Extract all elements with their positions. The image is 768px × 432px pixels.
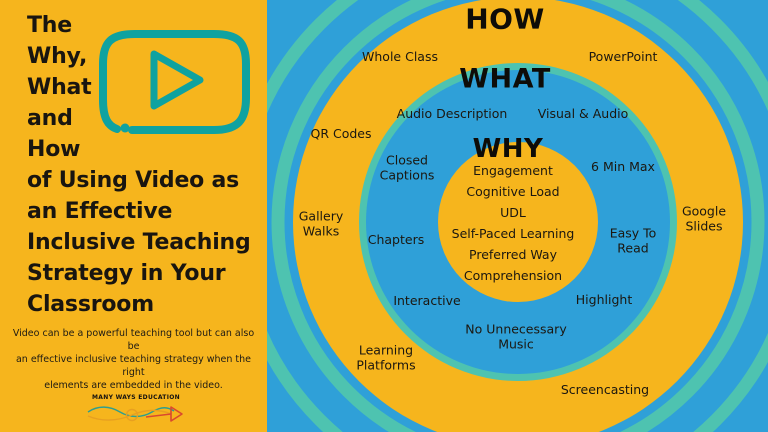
- why-item-udl: UDL: [500, 204, 526, 220]
- how-item-gallery-walks: Gallery Walks: [298, 208, 344, 238]
- what-item-visual-audio: Visual & Audio: [537, 105, 629, 121]
- logo-text: MANY WAYS EDUCATION: [92, 394, 180, 401]
- play-button-icon: [96, 26, 254, 138]
- concentric-circles: [267, 0, 768, 432]
- why-item-engagement: Engagement: [473, 162, 553, 178]
- left-panel: The Why, What and How of Using Video as …: [0, 0, 267, 432]
- how-item-powerpoint: PowerPoint: [588, 48, 658, 64]
- why-circle-title: WHY: [472, 134, 544, 164]
- why-item-self-paced-learning: Self-Paced Learning: [451, 225, 575, 241]
- logo: MANY WAYS EDUCATION: [84, 394, 188, 426]
- what-item-audio-description: Audio Description: [396, 105, 508, 121]
- what-ring-title: WHAT: [459, 63, 551, 95]
- what-item-easy-to-read: Easy To Read: [609, 225, 657, 255]
- how-item-qr-codes: QR Codes: [310, 125, 372, 141]
- outer-ripple-ring-1: [271, 0, 765, 432]
- why-circle: [438, 142, 598, 302]
- how-item-google-slides: Google Slides: [681, 203, 727, 233]
- why-item-cognitive-load: Cognitive Load: [466, 183, 560, 199]
- how-item-screencasting: Screencasting: [560, 381, 650, 397]
- how-item-whole-class: Whole Class: [362, 48, 438, 64]
- why-item-comprehension: Comprehension: [463, 267, 563, 283]
- diagram-panel: HOW Whole Class PowerPoint QR Codes Gall…: [267, 0, 768, 432]
- page-title: The Why, What and How of Using Video as …: [27, 13, 251, 317]
- logo-squiggle-arrow-icon: [87, 406, 183, 422]
- how-item-learning-platforms: Learning Platforms: [356, 342, 416, 372]
- what-item-closed-captions: Closed Captions: [379, 152, 435, 182]
- what-item-interactive: Interactive: [393, 292, 461, 308]
- what-item-six-min-max: 6 Min Max: [591, 158, 655, 174]
- what-item-highlight: Highlight: [575, 291, 633, 307]
- how-ring-title: HOW: [465, 2, 545, 36]
- what-item-no-unnecessary-music: No Unnecessary Music: [465, 321, 567, 351]
- subtitle-text: Video can be a powerful teaching tool bu…: [12, 328, 255, 391]
- why-item-preferred-way: Preferred Way: [469, 246, 557, 262]
- what-item-chapters: Chapters: [367, 231, 425, 247]
